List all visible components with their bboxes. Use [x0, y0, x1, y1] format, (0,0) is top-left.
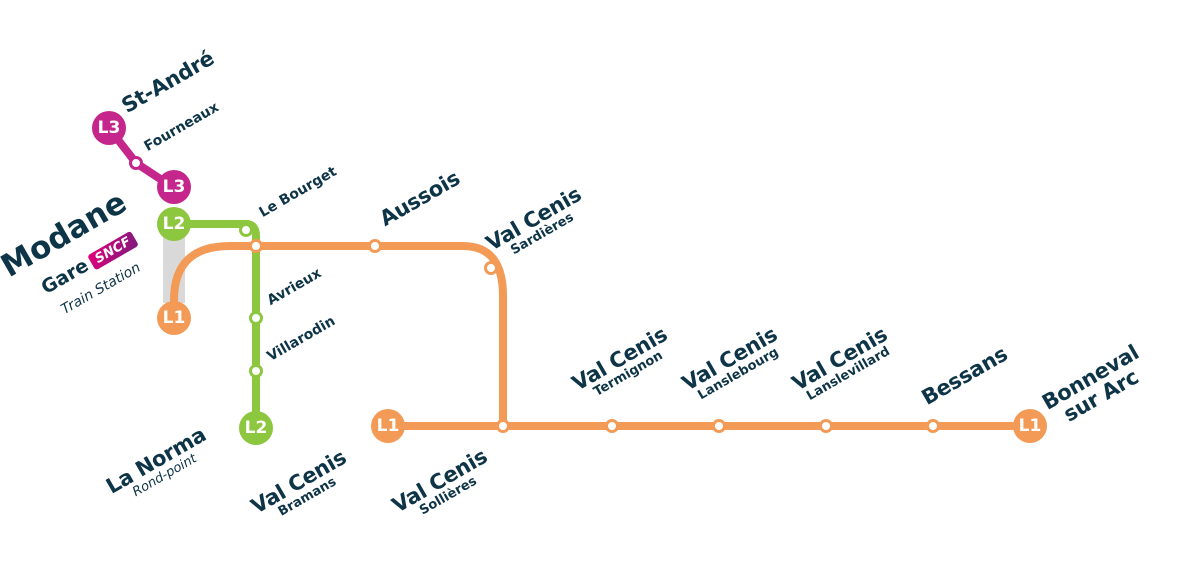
- l1-terminal-badge-bonneval[interactable]: L1: [1013, 409, 1047, 443]
- l1-terminal-badge-bramans[interactable]: L1: [371, 409, 405, 443]
- stop-sollieres[interactable]: [496, 419, 510, 433]
- stop-le-bourget[interactable]: [239, 223, 253, 237]
- stop-sardieres[interactable]: [484, 261, 498, 275]
- stop-avrieux[interactable]: [249, 311, 263, 325]
- l2-terminal-badge-la-norma[interactable]: L2: [239, 411, 273, 445]
- stop-l1-junction[interactable]: [249, 239, 263, 253]
- l3-terminal-badge-modane[interactable]: L3: [157, 170, 191, 204]
- stop-villarodin[interactable]: [249, 364, 263, 378]
- stop-termignon[interactable]: [605, 419, 619, 433]
- stop-aussois[interactable]: [368, 239, 382, 253]
- stop-lanslebourg[interactable]: [712, 419, 726, 433]
- line-l1-path: [170, 242, 507, 430]
- stop-fourneaux[interactable]: [129, 156, 143, 170]
- l3-terminal-badge-st-andre[interactable]: L3: [92, 111, 126, 145]
- stop-bessans[interactable]: [926, 419, 940, 433]
- l2-terminal-badge-modane[interactable]: L2: [157, 207, 191, 241]
- stop-lanslevillard[interactable]: [819, 419, 833, 433]
- l1-terminal-badge-modane[interactable]: L1: [157, 301, 191, 335]
